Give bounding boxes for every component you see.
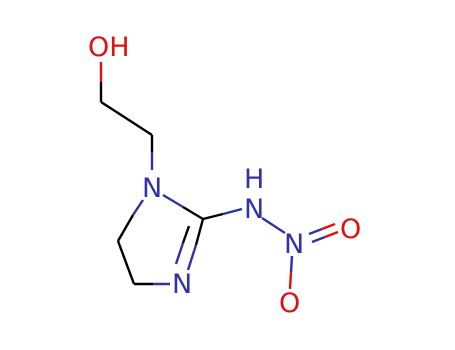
atom-hydroxyl: OH	[88, 32, 130, 63]
bond-n1-c2-b	[182, 205, 204, 221]
bond-layer	[99, 62, 339, 290]
bond-nn-o-right-b	[324, 230, 339, 239]
atom-ring-n1: N	[142, 173, 162, 204]
bond-c5-c4	[116, 240, 136, 285]
atom-nitro-n: N	[284, 229, 304, 260]
atom-labels: OH N H N N O N O	[88, 32, 361, 319]
bond-nn-o-right	[311, 235, 326, 244]
bond-c2-nh	[202, 212, 224, 221]
bond-n3-c2	[186, 244, 198, 271]
atom-amine-n: N	[244, 194, 264, 225]
atom-nitro-o-bottom: O	[279, 288, 300, 319]
atom-nitro-o-right: O	[340, 214, 361, 245]
bond-n1-c2	[162, 193, 184, 209]
bond-nn-o-right-2b	[321, 222, 336, 231]
bond-n3-c2-inner-b	[181, 225, 191, 244]
bond-nn-o-bottom	[289, 255, 294, 273]
bond-n3-c2-inner	[174, 242, 185, 265]
bond-n3-c2-b	[194, 218, 205, 246]
bond-n1-c5	[132, 199, 144, 216]
bond-c2-nh-b	[222, 207, 243, 216]
bond-nn-o-bottom-b	[288, 271, 293, 290]
bond-nh-nn	[261, 216, 286, 235]
atom-amine-h: H	[244, 164, 264, 195]
bond-nn-o-right-2	[308, 227, 323, 236]
bond-n1-c5-b	[116, 214, 135, 242]
atom-ring-n3: N	[172, 269, 192, 300]
bond-c-c	[100, 100, 153, 137]
